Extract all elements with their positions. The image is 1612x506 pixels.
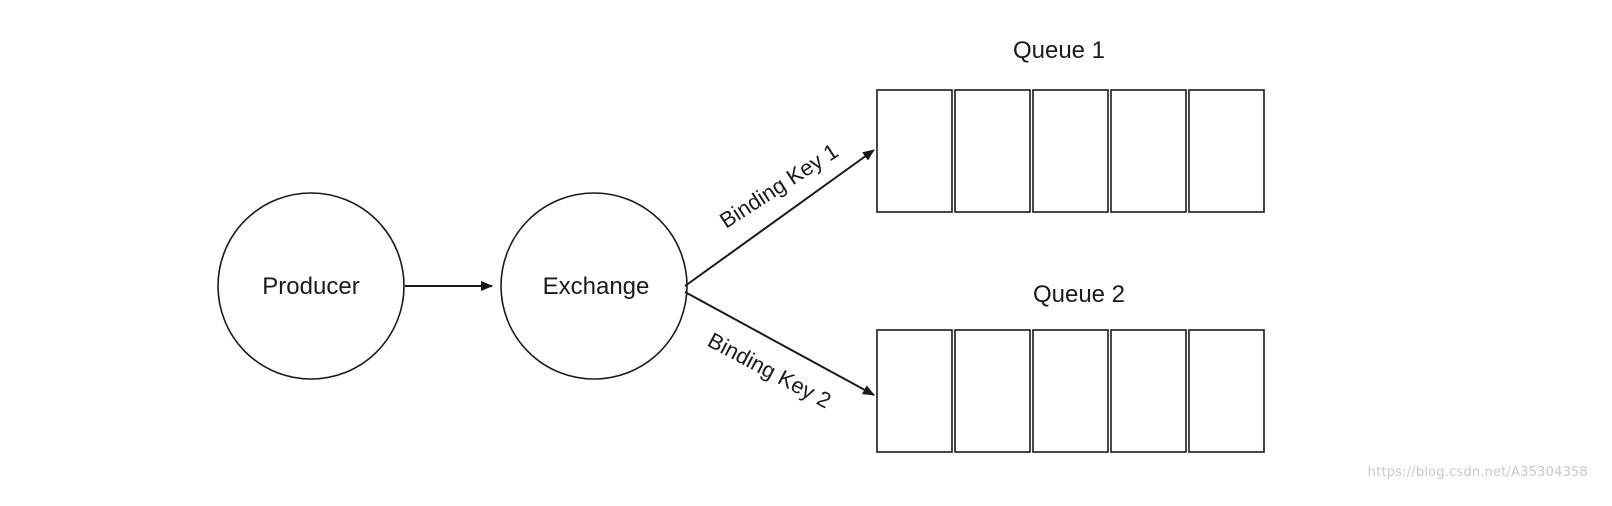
exchange-node: Exchange xyxy=(500,192,688,380)
queue-2: Queue 2 xyxy=(876,281,1265,453)
queue-1-slot xyxy=(1110,89,1187,213)
queue-2-slot xyxy=(1188,329,1265,453)
queue-2-label: Queue 2 xyxy=(1033,281,1125,308)
binding-key-2-label: Binding Key 2 xyxy=(704,327,836,413)
binding-key-1-arrow xyxy=(684,149,875,287)
queue-1-slot xyxy=(954,89,1031,213)
queue-1-slot xyxy=(1188,89,1265,213)
queue-1-slot xyxy=(876,89,953,213)
producer-circle xyxy=(217,192,405,380)
queue-2-slot xyxy=(1032,329,1109,453)
queue-2-slot xyxy=(876,329,953,453)
source-watermark: https://blog.csdn.net/A35304358 xyxy=(1367,465,1588,480)
producer-label: Producer xyxy=(262,273,359,300)
queue-2-slot xyxy=(1110,329,1187,453)
queue-1: Queue 1 xyxy=(876,37,1265,213)
queue-1-slot xyxy=(1032,89,1109,213)
exchange-circle xyxy=(500,192,688,380)
queue-2-slot xyxy=(954,329,1031,453)
exchange-label: Exchange xyxy=(543,273,650,300)
binding-key-2-arrow xyxy=(684,291,875,396)
producer-node: Producer xyxy=(217,192,405,380)
queue-1-label: Queue 1 xyxy=(1013,37,1105,64)
